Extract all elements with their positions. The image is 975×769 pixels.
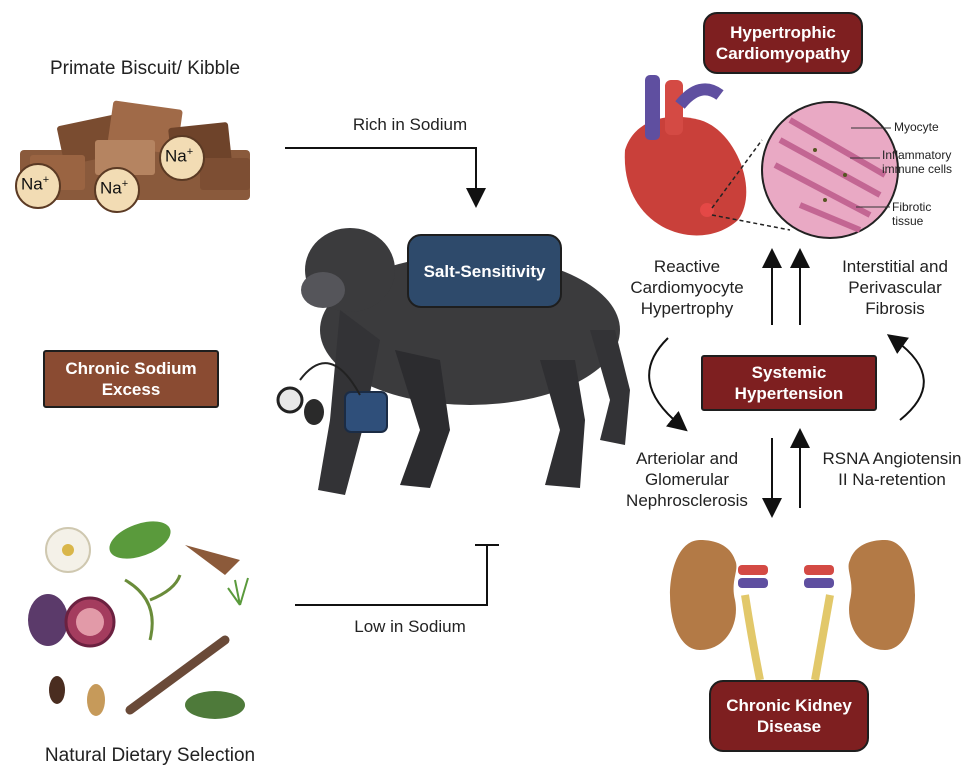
heart-illustration [625, 75, 747, 235]
chronic-sodium-excess-box: Chronic Sodium Excess [43, 350, 219, 408]
interstitial-fibrosis-label: Interstitial and Perivascular Fibrosis [820, 256, 970, 319]
kibble-title: Primate Biscuit/ Kibble [10, 58, 280, 80]
sodium-ion-label-1: Na+ [21, 174, 55, 195]
nephrosclerosis-label: Arteriolar and Glomerular Nephrosclerosi… [612, 448, 762, 511]
kidneys-illustration [670, 540, 915, 680]
myocyte-label: Myocyte [894, 120, 974, 134]
low-in-sodium-label: Low in Sodium [320, 617, 500, 637]
reactive-hypertrophy-label: Reactive Cardiomyocyte Hypertrophy [612, 256, 762, 319]
salt-sensitivity-box: Salt-Sensitivity [407, 234, 562, 308]
hypertrophic-cardiomyopathy-box: Hypertrophic Cardiomyopathy [703, 12, 863, 74]
low-sodium-inhibitor [295, 545, 487, 605]
systemic-hypertension-box: Systemic Hypertension [701, 355, 877, 411]
rsna-angiotensin-label: RSNA Angiotensin II Na-retention [822, 448, 962, 490]
rich-sodium-arrow [285, 148, 476, 198]
natural-food-illustrations [28, 514, 248, 719]
sodium-ion-label-2: Na+ [100, 178, 134, 199]
inflammatory-cells-label: Inflammatory immune cells [882, 148, 974, 176]
chronic-kidney-disease-box: Chronic Kidney Disease [709, 680, 869, 752]
sodium-ion-label-3: Na+ [165, 146, 199, 167]
rich-in-sodium-label: Rich in Sodium [320, 115, 500, 135]
fibrotic-tissue-label: Fibrotic tissue [892, 200, 952, 228]
natural-diet-title: Natural Dietary Selection [0, 745, 300, 767]
